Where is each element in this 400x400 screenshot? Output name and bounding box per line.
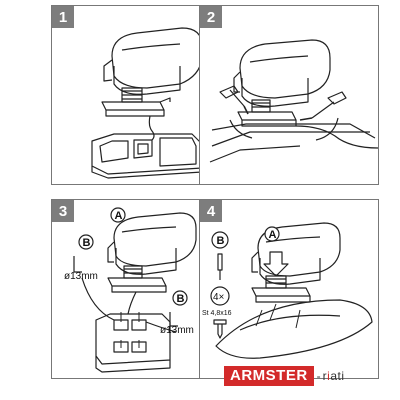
hand-tool-icon [311, 91, 347, 119]
step-panel-4: A B 4× St 4,8x16 4 [199, 199, 379, 379]
step-1-illustration [91, 27, 203, 179]
part-b-label-left: B [83, 237, 91, 249]
step-number: 2 [200, 6, 222, 28]
armrest-lid [113, 212, 197, 267]
hand-tool-icon [219, 85, 245, 107]
part-a-marker [264, 226, 280, 242]
part-b-marker-right [172, 290, 188, 306]
part-b-label-right: B [177, 293, 185, 305]
count-marker [210, 286, 230, 306]
part-b-label: B [217, 235, 225, 247]
brand-name: ARMSTER [224, 366, 314, 386]
armrest-base [107, 277, 167, 287]
step-2-illustration [209, 39, 379, 163]
step-number: 3 [52, 200, 74, 222]
drill-size-left: ø13mm [64, 271, 98, 282]
armrest-base [237, 111, 297, 121]
step-number: 4 [200, 200, 222, 222]
brand-logo: ARMSTER - riati [224, 366, 345, 386]
part-a-label: A [269, 229, 277, 241]
brand-separator: - [316, 369, 321, 383]
part-a-marker [110, 207, 126, 223]
armrest-base [251, 287, 311, 297]
console-tray [95, 313, 171, 365]
part-b-marker-left [78, 234, 94, 250]
part-a-label: A [115, 210, 123, 222]
step-number: 1 [52, 6, 74, 28]
step-panel-2: 2 [199, 5, 379, 185]
part-b-marker [211, 231, 229, 249]
screw-icon [213, 319, 227, 339]
screw-spec: St 4,8x16 [202, 310, 232, 317]
drill-size-right: ø13mm [160, 325, 194, 336]
armrest-box [241, 78, 309, 107]
step-4-illustration: A B 4× St 4,8x16 [202, 222, 373, 359]
down-arrow [263, 251, 289, 277]
step-3-illustration: A B B ø13mm ø13mm [64, 207, 197, 373]
screwdriver-icon [217, 253, 223, 280]
armrest-base [101, 101, 165, 111]
screw-count: 4× [213, 292, 225, 303]
armrest-lid [111, 27, 203, 89]
car-console [211, 123, 376, 139]
armrest-box [259, 258, 321, 285]
armrest-box [113, 66, 181, 95]
car-console [215, 299, 373, 359]
armrest-lid [239, 39, 331, 99]
armrest-box [115, 248, 177, 275]
brand-partner: riati [322, 369, 345, 383]
